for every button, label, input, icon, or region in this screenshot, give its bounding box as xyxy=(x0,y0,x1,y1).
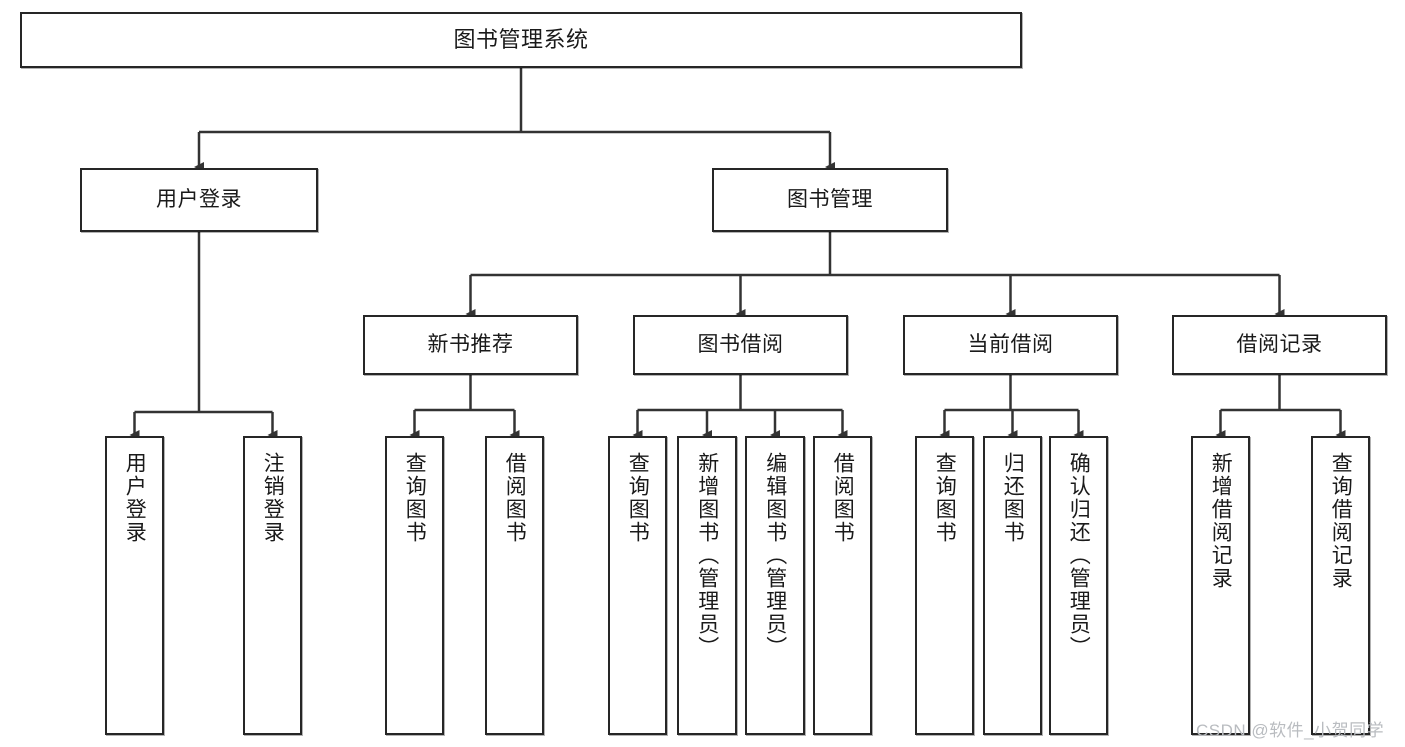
node-borrow[interactable]: 图书借阅 xyxy=(633,315,848,375)
node-c_return[interactable]: 归还图书 xyxy=(983,436,1042,735)
node-label: 注销登录 xyxy=(261,452,285,544)
node-newbook[interactable]: 新书推荐 xyxy=(363,315,578,375)
node-label: 借阅图书 xyxy=(831,452,855,544)
node-label: 归还图书 xyxy=(1001,452,1025,544)
node-label: 查询图书 xyxy=(626,452,650,544)
node-b_add[interactable]: 新增图书（管理员） xyxy=(677,436,737,735)
node-r_query[interactable]: 查询借阅记录 xyxy=(1311,436,1370,735)
node-label: 图书管理系统 xyxy=(453,26,589,52)
node-l_login[interactable]: 用户登录 xyxy=(105,436,164,735)
node-label: 编辑图书（管理员） xyxy=(763,452,787,659)
node-label: 用户登录 xyxy=(123,452,147,544)
node-records[interactable]: 借阅记录 xyxy=(1172,315,1387,375)
node-c_query[interactable]: 查询图书 xyxy=(915,436,974,735)
node-label: 借阅记录 xyxy=(1236,333,1323,357)
node-label: 确认归还（管理员） xyxy=(1067,452,1091,659)
node-label: 新书推荐 xyxy=(427,333,514,357)
node-label: 查询图书 xyxy=(933,452,957,544)
node-b_query[interactable]: 查询图书 xyxy=(608,436,667,735)
node-label: 当前借阅 xyxy=(967,333,1054,357)
node-label: 图书借阅 xyxy=(697,333,784,357)
node-b_edit[interactable]: 编辑图书（管理员） xyxy=(745,436,805,735)
csdn-watermark: CSDN @软件_小贺同学 xyxy=(1196,721,1385,740)
node-login[interactable]: 用户登录 xyxy=(80,168,318,232)
node-label: 图书管理 xyxy=(787,188,873,212)
node-label: 新增图书（管理员） xyxy=(695,452,719,659)
node-root[interactable]: 图书管理系统 xyxy=(20,12,1022,68)
node-r_add[interactable]: 新增借阅记录 xyxy=(1191,436,1250,735)
node-label: 新增借阅记录 xyxy=(1209,452,1233,590)
node-l_logout[interactable]: 注销登录 xyxy=(243,436,302,735)
node-c_confirm[interactable]: 确认归还（管理员） xyxy=(1049,436,1108,735)
node-label: 借阅图书 xyxy=(503,452,527,544)
node-n_query[interactable]: 查询图书 xyxy=(385,436,444,735)
wire-group xyxy=(129,68,1346,440)
node-n_borrow[interactable]: 借阅图书 xyxy=(485,436,544,735)
node-label: 查询借阅记录 xyxy=(1329,452,1353,590)
node-b_borrow[interactable]: 借阅图书 xyxy=(813,436,872,735)
node-label: 用户登录 xyxy=(156,188,242,212)
node-bookmgmt[interactable]: 图书管理 xyxy=(712,168,948,232)
node-label: 查询图书 xyxy=(403,452,427,544)
node-current[interactable]: 当前借阅 xyxy=(903,315,1118,375)
